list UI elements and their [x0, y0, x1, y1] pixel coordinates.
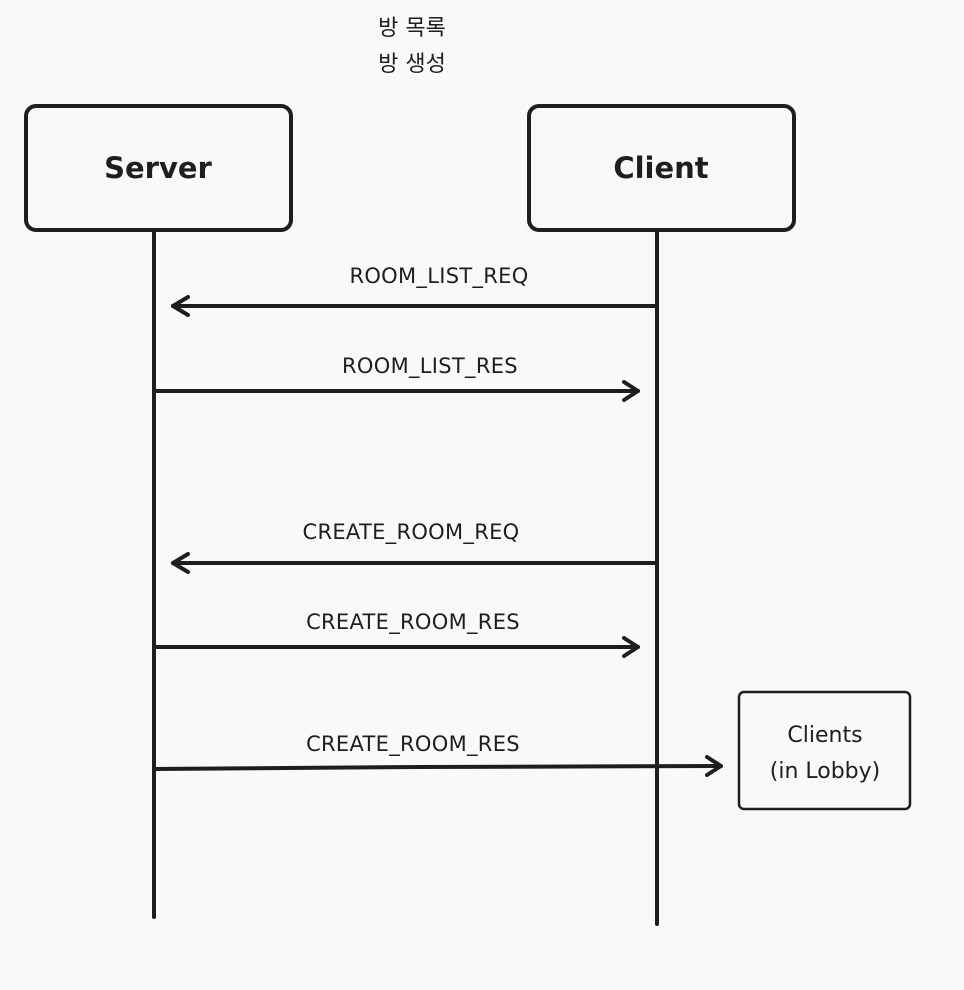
- client-actor-label: Client: [613, 151, 708, 185]
- diagram-title-line-1: 방 목록: [378, 16, 446, 41]
- lobby-clients-label-line-2: (in Lobby): [770, 759, 881, 784]
- message-label: CREATE_ROOM_RES: [306, 610, 520, 635]
- server-actor[interactable]: Server: [24, 104, 293, 232]
- lobby-clients-box[interactable]: Clients (in Lobby): [737, 690, 912, 811]
- message-create-room-res[interactable]: CREATE_ROOM_RES: [152, 610, 640, 658]
- lobby-clients-label-line-1: Clients: [787, 723, 862, 748]
- client-actor[interactable]: Client: [527, 104, 796, 232]
- message-label: ROOM_LIST_REQ: [349, 264, 528, 289]
- diagram-title-line-2: 방 생성: [378, 52, 446, 77]
- message-room-list-res[interactable]: ROOM_LIST_RES: [152, 354, 640, 402]
- lobby-clients-rect[interactable]: [737, 690, 912, 811]
- message-create-room-res-broadcast[interactable]: CREATE_ROOM_RES: [152, 732, 723, 777]
- arrowhead-right-icon: [622, 636, 640, 658]
- arrowhead-left-icon: [171, 295, 190, 317]
- arrowhead-right-icon: [622, 380, 640, 402]
- server-actor-label: Server: [104, 151, 212, 185]
- server-actor-box[interactable]: [24, 104, 293, 232]
- arrowhead-right-icon: [705, 755, 723, 777]
- message-label: CREATE_ROOM_REQ: [302, 520, 519, 545]
- client-actor-box[interactable]: [527, 104, 796, 232]
- message-create-room-req[interactable]: CREATE_ROOM_REQ: [171, 520, 659, 574]
- message-arrow-line: [152, 764, 723, 771]
- message-label: ROOM_LIST_RES: [342, 354, 518, 379]
- message-label: CREATE_ROOM_RES: [306, 732, 520, 757]
- message-room-list-req[interactable]: ROOM_LIST_REQ: [171, 264, 659, 317]
- arrowhead-left-icon: [171, 552, 190, 574]
